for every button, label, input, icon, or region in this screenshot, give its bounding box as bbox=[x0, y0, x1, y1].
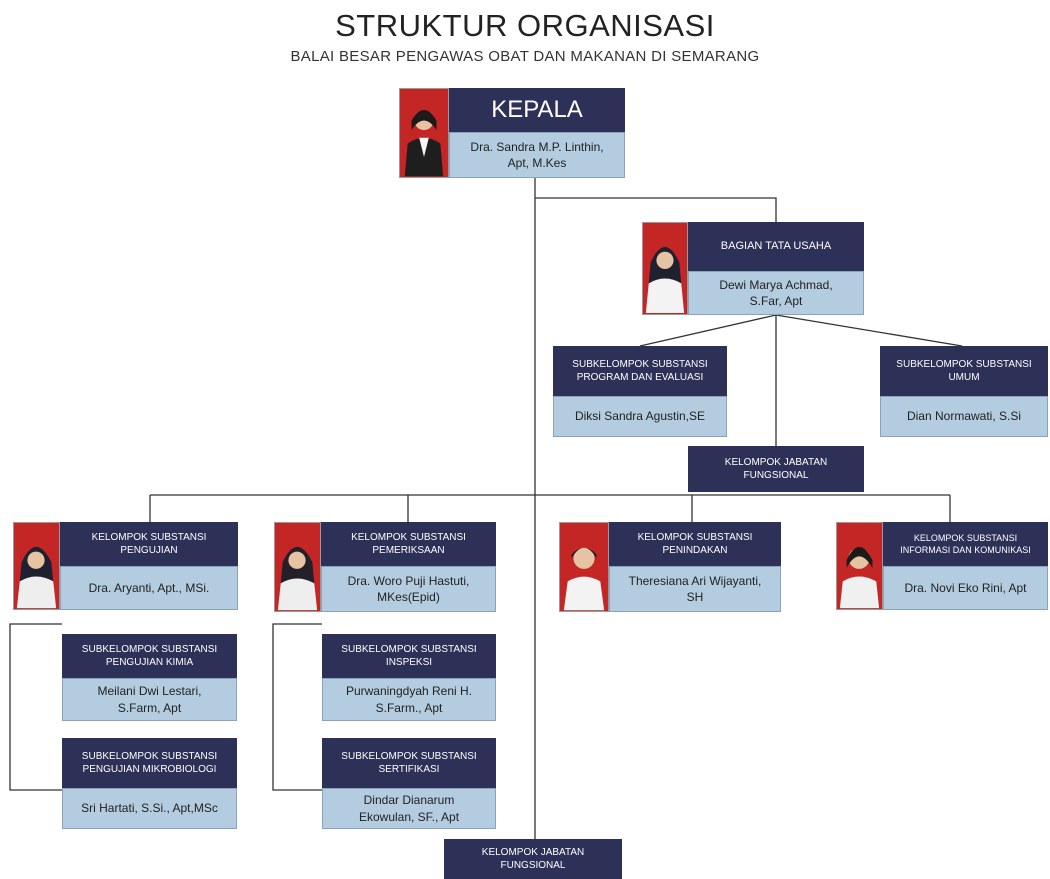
pengujian-name: Dra. Aryanti, Apt., MSi. bbox=[60, 566, 238, 610]
pemeriksaan-photo bbox=[274, 522, 321, 612]
umum-title: SUBKELOMPOK SUBSTANSI UMUM bbox=[880, 346, 1048, 396]
inspeksi-name: Purwaningdyah Reni H. S.Farm., Apt bbox=[322, 678, 496, 721]
pengujian-photo bbox=[13, 522, 60, 610]
page-title: STRUKTUR ORGANISASI bbox=[335, 8, 715, 43]
infokom-title: KELOMPOK SUBSTANSI INFORMASI DAN KOMUNIK… bbox=[883, 522, 1048, 566]
umum-name: Dian Normawati, S.Si bbox=[880, 396, 1048, 437]
tata-usaha-name: Dewi Marya Achmad, S.Far, Apt bbox=[688, 271, 864, 315]
tata-usaha-title: BAGIAN TATA USAHA bbox=[688, 222, 864, 271]
pemeriksaan-name: Dra. Woro Puji Hastuti, MKes(Epid) bbox=[321, 566, 496, 612]
inspeksi-title: SUBKELOMPOK SUBSTANSI INSPEKSI bbox=[322, 634, 496, 678]
page-subtitle: BALAI BESAR PENGAWAS OBAT DAN MAKANAN DI… bbox=[290, 48, 760, 65]
infokom-name: Dra. Novi Eko Rini, Apt bbox=[883, 566, 1048, 610]
kepala-name: Dra. Sandra M.P. Linthin, Apt, M.Kes bbox=[449, 132, 625, 178]
penindakan-title: KELOMPOK SUBSTANSI PENINDAKAN bbox=[609, 522, 781, 566]
pengujian-kimia-title: SUBKELOMPOK SUBSTANSI PENGUJIAN KIMIA bbox=[62, 634, 237, 678]
penindakan-name: Theresiana Ari Wijayanti, SH bbox=[609, 566, 781, 612]
fungsional-bottom-box: KELOMPOK JABATAN FUNGSIONAL bbox=[444, 839, 622, 879]
program-evaluasi-connector bbox=[639, 314, 777, 347]
kepala-photo bbox=[399, 88, 449, 178]
sertifikasi-name: Dindar Dianarum Ekowulan, SF., Apt bbox=[322, 788, 496, 829]
pengujian-bracket bbox=[9, 623, 62, 791]
pemeriksaan-title: KELOMPOK SUBSTANSI PEMERIKSAAN bbox=[321, 522, 496, 566]
umum-connector bbox=[775, 314, 963, 347]
infokom-photo bbox=[836, 522, 883, 610]
pengujian-mikro-name: Sri Hartati, S.Si., Apt,MSc bbox=[62, 788, 237, 829]
tata-usaha-connector bbox=[535, 197, 777, 222]
pengujian-mikro-title: SUBKELOMPOK SUBSTANSI PENGUJIAN MIKROBIO… bbox=[62, 738, 237, 788]
program-evaluasi-name: Diksi Sandra Agustin,SE bbox=[553, 396, 727, 437]
fungsional-top-box: KELOMPOK JABATAN FUNGSIONAL bbox=[688, 446, 864, 492]
kepala-title: KEPALA bbox=[449, 88, 625, 132]
program-evaluasi-title: SUBKELOMPOK SUBSTANSI PROGRAM DAN EVALUA… bbox=[553, 346, 727, 396]
pemeriksaan-bracket bbox=[272, 623, 322, 791]
pengujian-kimia-name: Meilani Dwi Lestari, S.Farm, Apt bbox=[62, 678, 237, 721]
pengujian-title: KELOMPOK SUBSTANSI PENGUJIAN bbox=[60, 522, 238, 566]
penindakan-photo bbox=[559, 522, 609, 612]
sertifikasi-title: SUBKELOMPOK SUBSTANSI SERTIFIKASI bbox=[322, 738, 496, 788]
tata-usaha-photo bbox=[642, 222, 688, 315]
